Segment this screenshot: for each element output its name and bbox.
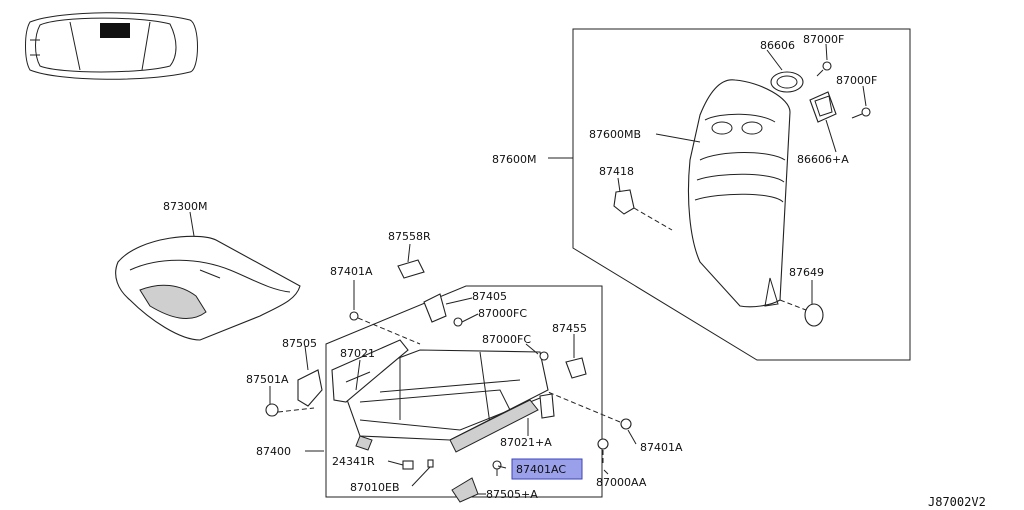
label-87501a[interactable]: 87501A — [246, 373, 289, 386]
label-87401ac[interactable]: 87401AC — [516, 463, 566, 476]
label-87401a-right[interactable]: 87401A — [640, 441, 683, 454]
label-87558r[interactable]: 87558R — [388, 230, 431, 243]
leader-lines — [189, 43, 867, 495]
label-87405[interactable]: 87405 — [472, 290, 507, 303]
screw-87000fc-b — [539, 351, 549, 361]
cap-87649 — [804, 303, 824, 327]
seat-cushion-part — [115, 235, 301, 341]
label-87000fc-a[interactable]: 87000FC — [478, 307, 527, 320]
bracket-87418 — [613, 189, 673, 231]
vehicle-locator-thumbnail — [25, 12, 198, 80]
cover-87558r — [397, 259, 425, 279]
label-87401a-top[interactable]: 87401A — [330, 265, 373, 278]
label-87021[interactable]: 87021 — [340, 347, 375, 360]
screw-87000f — [816, 61, 832, 77]
bolt-87401a-right — [547, 391, 632, 430]
bracket-87021a — [539, 393, 555, 419]
label-87000aa[interactable]: 87000AA — [596, 476, 647, 489]
label-87418[interactable]: 87418 — [599, 165, 634, 178]
diagram-code: J87002V2 — [928, 495, 986, 509]
label-87000f-b[interactable]: 87000F — [836, 74, 877, 87]
label-86606[interactable]: 86606 — [760, 39, 795, 52]
clip-24341r — [402, 460, 414, 470]
label-87000f-a[interactable]: 87000F — [803, 33, 844, 46]
seat-location-marker — [100, 23, 130, 38]
seat-frame-group-outline — [325, 285, 603, 498]
label-24341r[interactable]: 24341R — [332, 455, 375, 468]
bolt-87501a — [265, 403, 315, 417]
bolt-87401ac — [492, 460, 502, 476]
seatback-part — [687, 79, 791, 308]
label-87505a[interactable]: 87505+A — [486, 488, 538, 501]
seat-rail-frame — [339, 349, 549, 453]
clip-87010eb — [427, 459, 434, 468]
label-86606a[interactable]: 86606+A — [797, 153, 849, 166]
bolt-87000aa — [597, 438, 609, 466]
cover-87505 — [297, 369, 323, 407]
seatback-group-outline — [572, 28, 911, 361]
label-87400[interactable]: 87400 — [256, 445, 291, 458]
label-87600mb[interactable]: 87600MB — [589, 128, 641, 141]
label-87010eb[interactable]: 87010EB — [350, 481, 400, 494]
label-87000fc-b[interactable]: 87000FC — [482, 333, 531, 346]
label-87021a[interactable]: 87021+A — [500, 436, 552, 449]
label-87300m[interactable]: 87300M — [163, 200, 207, 213]
highlighted-part-box — [511, 458, 583, 480]
cover-87505a — [451, 477, 479, 503]
headrest-trim-86606 — [770, 71, 804, 93]
headrest-trim-86606a — [809, 91, 837, 123]
cover-87455 — [565, 357, 587, 379]
label-87649[interactable]: 87649 — [789, 266, 824, 279]
label-87600m[interactable]: 87600M — [492, 153, 536, 166]
label-87505[interactable]: 87505 — [282, 337, 317, 350]
cover-87405 — [423, 293, 447, 323]
screw-87000fc-a — [453, 317, 463, 327]
label-87455[interactable]: 87455 — [552, 322, 587, 335]
bolt-87401a-top — [349, 311, 421, 345]
screw-87000f-2 — [851, 107, 871, 119]
